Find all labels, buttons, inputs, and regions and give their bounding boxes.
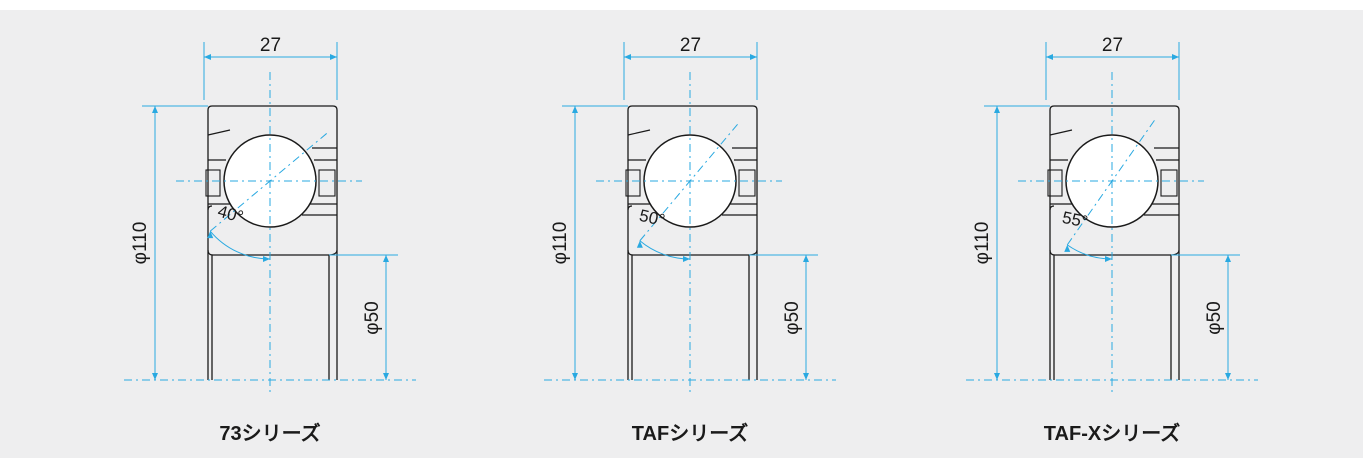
outer-diameter-label: φ110 [130, 222, 151, 265]
cage-right [1160, 169, 1178, 197]
inner-ring-contour [627, 203, 758, 256]
bore-diameter-label: φ50 [362, 301, 383, 334]
outer-diameter-label: φ110 [550, 222, 571, 265]
outer-ring-outline [207, 105, 338, 380]
contact-angle-line [1066, 118, 1157, 246]
angle-arrow-start [636, 240, 643, 248]
width-arrow-right [330, 54, 337, 60]
width-arrow-right [1172, 54, 1179, 60]
angle-arrow-end [263, 256, 270, 262]
outer-diameter-label: φ110 [972, 222, 993, 265]
bore-diameter-arrow-bottom [1225, 373, 1231, 380]
outer-ring-outline [1049, 105, 1180, 380]
bore-diameter-label: φ50 [1204, 301, 1225, 334]
outer-diameter-arrow-bottom [994, 373, 1000, 380]
outer-diameter-arrow-top [152, 106, 158, 113]
inner-ring-contour [207, 203, 338, 256]
outer-diameter-arrow-bottom [572, 373, 578, 380]
outer-ring-outline [627, 105, 758, 380]
bore-diameter-arrow-bottom [383, 373, 389, 380]
background-panel [0, 10, 1363, 458]
outer-ring-raceway [1049, 129, 1179, 161]
series-label: 73シリーズ [219, 421, 320, 445]
angle-arrow-start [207, 231, 214, 239]
bore-diameter-label: φ50 [782, 301, 803, 334]
bore-diameter-arrow-top [383, 255, 389, 262]
angle-arrow-end [683, 256, 690, 262]
outer-ring-raceway [627, 129, 757, 161]
width-arrow-right [750, 54, 757, 60]
bore-diameter-arrow-top [803, 255, 809, 262]
width-arrow-left [624, 54, 631, 60]
cage-left [625, 169, 641, 197]
bore-diameter-arrow-top [1225, 255, 1231, 262]
contact-angle-line [639, 122, 740, 242]
contact-angle-line [209, 131, 329, 232]
cage-right [318, 169, 336, 197]
width-label: 27 [1102, 35, 1123, 56]
width-arrow-left [1046, 54, 1053, 60]
outer-diameter-arrow-top [572, 106, 578, 113]
cage-left [205, 169, 221, 197]
cage-right [738, 169, 756, 197]
contact-angle-label: 55° [1061, 208, 1090, 232]
series-label: TAF-Xシリーズ [1044, 421, 1180, 445]
outer-diameter-arrow-bottom [152, 373, 158, 380]
outer-ring-raceway [207, 129, 337, 161]
cage-left [1047, 169, 1063, 197]
width-arrow-left [204, 54, 211, 60]
outer-diameter-arrow-top [994, 106, 1000, 113]
inner-ring-contour [1049, 203, 1180, 256]
bore-diameter-arrow-bottom [803, 373, 809, 380]
angle-arrow-end [1105, 256, 1112, 262]
width-label: 27 [260, 35, 281, 56]
angle-arrow-start [1064, 244, 1071, 252]
series-label: TAFシリーズ [632, 421, 748, 445]
width-label: 27 [680, 35, 701, 56]
